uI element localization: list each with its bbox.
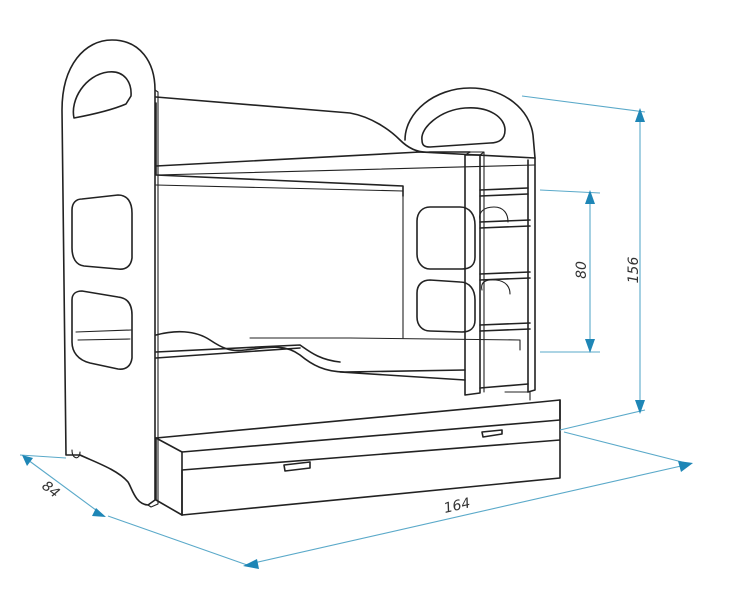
drawer: [155, 391, 561, 516]
dimension-label-depth: 84: [39, 478, 63, 502]
left-panel-handle-cutout: [72, 71, 132, 119]
drawer-handle-front: [283, 461, 311, 472]
right-panel-lower-window: [416, 279, 476, 333]
bunk-bed-drawing: [61, 39, 561, 516]
left-end-panel: [61, 39, 156, 506]
left-panel-upper-window: [71, 194, 133, 270]
right-end-panel: [404, 87, 536, 393]
lower-guard-board: [155, 330, 466, 373]
right-panel-upper-window: [416, 206, 476, 270]
left-panel-lower-window: [71, 290, 133, 370]
dimension-lines: [19, 95, 693, 569]
dimension-label-height: 156: [626, 257, 642, 284]
right-panel-handle-cutout: [421, 107, 506, 148]
drawer-handle-side: [481, 429, 503, 438]
lower-bunk-deck: [155, 347, 529, 389]
dimension-label-ladder: 80: [574, 261, 590, 279]
dimension-label-width: 164: [442, 495, 472, 517]
ladder: [464, 151, 531, 396]
